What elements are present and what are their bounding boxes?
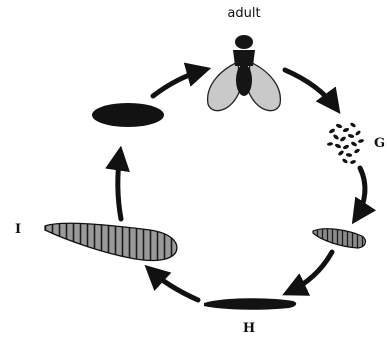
stage-g-label: G <box>374 136 385 151</box>
arrow-adult-to-g <box>285 70 336 108</box>
stage-h-label: H <box>243 321 255 336</box>
stage-i-image <box>45 223 177 260</box>
arrow-g-to-small-larva <box>356 168 365 218</box>
arrow-small-larva-to-h <box>289 252 332 292</box>
arrow-h-to-i <box>150 270 198 300</box>
stage-h-image <box>204 298 296 310</box>
adult-label: adult <box>227 6 260 21</box>
pupa-image <box>92 103 164 127</box>
arrow-pupa-to-adult <box>153 70 204 96</box>
stage-i-label: I <box>15 222 21 237</box>
arrow-i-to-pupa <box>118 153 121 219</box>
adult-fly-image <box>208 35 281 111</box>
small-larva-image <box>313 229 365 248</box>
egg-cluster-image <box>327 122 365 165</box>
